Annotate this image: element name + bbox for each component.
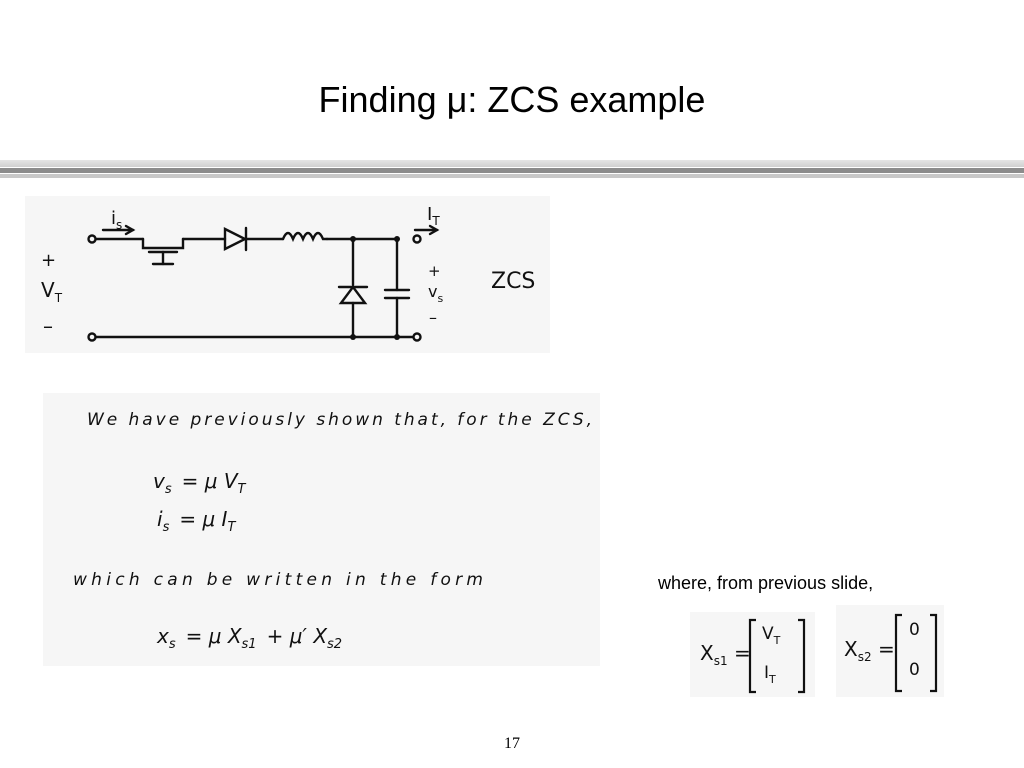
vector-xs2-bottom-entry: 0 <box>909 660 920 680</box>
node-dot-1 <box>350 236 356 242</box>
title-divider-dark <box>0 168 1024 173</box>
left-minus-sign: – <box>43 314 53 338</box>
node-dot-3 <box>350 334 356 340</box>
vector-xs1-right-bracket <box>798 618 806 694</box>
vector-xs1-name: Xs1 = <box>700 641 751 668</box>
derivation-line-2: which can be written in the form <box>73 570 483 590</box>
terminal-right-bottom <box>412 332 422 342</box>
terminal-left-top <box>87 234 97 244</box>
left-voltage-label: VT <box>41 278 63 305</box>
right-plus-sign: + <box>428 262 441 280</box>
vector-xs2-panel: Xs2 = 0 0 <box>836 605 944 697</box>
vector-xs1: Xs1 = VT IT <box>700 618 806 694</box>
node-dot-2 <box>394 236 400 242</box>
terminal-right-top <box>412 234 422 244</box>
equation-xs: xs= μ Xs1+ μ′ Xs2 <box>156 624 342 652</box>
circuit-panel: is IT + VT – + vs – ZCS <box>25 196 550 353</box>
vector-xs2-right-bracket <box>930 613 938 693</box>
input-current-label: is <box>111 208 122 232</box>
right-minus-sign: – <box>429 308 437 327</box>
title-divider-light-top <box>0 160 1024 167</box>
zcs-circuit-diagram: is IT + VT – + vs – ZCS <box>41 204 535 342</box>
vector-xs2: Xs2 = 0 0 <box>844 613 938 693</box>
derivation-panel: We have previously shown that, for the Z… <box>43 393 600 666</box>
title-divider-light-bottom <box>0 174 1024 178</box>
switch-channel <box>141 237 185 250</box>
equation-is: is= μ IT <box>157 507 236 535</box>
slide-title: Finding μ: ZCS example <box>318 79 706 120</box>
output-current-label: IT <box>427 204 440 228</box>
terminal-left-bottom <box>87 332 97 342</box>
derivation-line-1: We have previously shown that, for the Z… <box>87 410 592 430</box>
vector-xs1-panel: Xs1 = VT IT <box>690 612 815 697</box>
vector-xs1-top-entry: VT <box>762 624 781 647</box>
vector-caption: where, from previous slide, <box>658 573 874 593</box>
right-voltage-label: vs <box>428 282 443 305</box>
output-current-arrowhead <box>428 224 440 236</box>
vector-xs1-left-bracket <box>748 618 756 694</box>
vector-xs2-top-entry: 0 <box>909 620 920 640</box>
derivation-text: We have previously shown that, for the Z… <box>73 410 592 652</box>
inductor-coil <box>281 231 329 243</box>
left-plus-sign: + <box>41 250 56 271</box>
node-dot-4 <box>394 334 400 340</box>
circuit-type-label: ZCS <box>491 269 535 294</box>
series-diode-triangle <box>223 227 248 251</box>
equation-vs: vs= μ VT <box>153 469 247 497</box>
page-number: 17 <box>504 735 520 752</box>
vector-xs1-bottom-entry: IT <box>764 663 776 686</box>
vector-xs2-left-bracket <box>894 613 902 693</box>
input-current-arrowhead <box>124 224 136 236</box>
vector-xs2-name: Xs2 = <box>844 637 895 664</box>
freewheel-diode-triangle <box>338 285 368 305</box>
